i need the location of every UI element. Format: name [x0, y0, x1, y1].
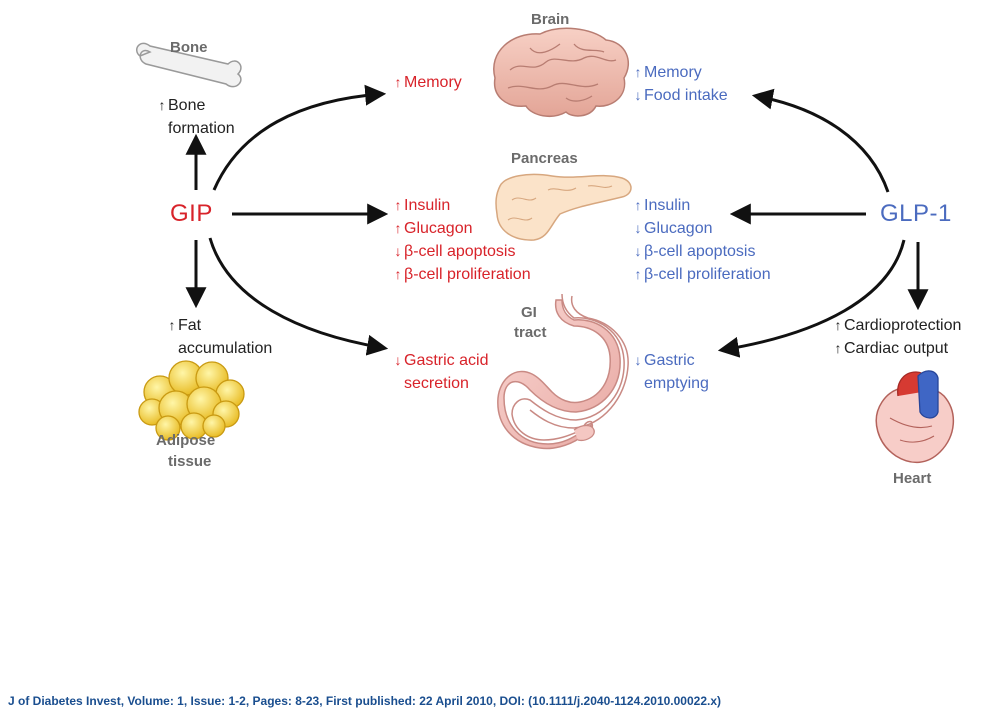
heart-label: Heart [893, 470, 932, 487]
pancreas-illustration [495, 173, 632, 241]
effect-text: Insulin [404, 197, 451, 214]
gi-tract-label-line2: tract [514, 324, 547, 341]
glp1-pancreas-effects: ↑Insulin↓Glucagon↓β-cell apoptosis↑β-cel… [632, 194, 771, 286]
effect-text: β-cell proliferation [404, 266, 531, 283]
effect-line: ↑Cardioprotection [832, 314, 962, 337]
effect-text: Gastric acid [404, 352, 489, 369]
effect-line: ↑β-cell proliferation [632, 263, 771, 286]
effect-line: ↑Memory [392, 71, 462, 94]
up-arrow-icon: ↑ [634, 266, 642, 282]
up-arrow-icon: ↑ [394, 197, 402, 213]
effect-text: β-cell proliferation [644, 266, 771, 283]
effect-text: Glucagon [404, 220, 473, 237]
gip-brain-effects: ↑Memory [392, 71, 462, 94]
adipose-label-line1: Adipose [156, 432, 216, 449]
down-arrow-icon: ↓ [394, 352, 402, 368]
glp1-brain-effects: ↑Memory↓Food intake [632, 61, 728, 107]
effect-line: emptying [632, 372, 709, 395]
up-arrow-icon: ↑ [158, 97, 166, 113]
gip-bone-effects: ↑Bone formation [156, 94, 235, 140]
effect-text: secretion [404, 375, 469, 392]
effect-text: Bone [168, 97, 206, 114]
stomach-illustration [497, 293, 629, 450]
effect-line: ↑Insulin [392, 194, 531, 217]
down-arrow-icon: ↓ [634, 243, 642, 259]
adipose-label-line2: tissue [168, 453, 212, 470]
effect-line: formation [156, 117, 235, 140]
brain-label: Brain [531, 11, 570, 28]
citation-text: J of Diabetes Invest, Volume: 1, Issue: … [8, 694, 722, 708]
effect-line: ↑Memory [632, 61, 728, 84]
effect-line: ↓Food intake [632, 84, 728, 107]
effect-text: emptying [644, 375, 709, 392]
effect-line: ↑β-cell proliferation [392, 263, 531, 286]
glp1-heart-effects: ↑Cardioprotection↑Cardiac output [832, 314, 962, 360]
down-arrow-icon: ↓ [634, 352, 642, 368]
gip-hormone-label: GIP [170, 200, 213, 227]
effect-text: Fat [178, 317, 202, 334]
effect-line: ↑Cardiac output [832, 337, 961, 360]
effect-text: Food intake [644, 87, 728, 104]
effect-text: β-cell apoptosis [644, 243, 756, 260]
bone-illustration [136, 42, 242, 88]
gip-pancreas-effects: ↑Insulin↑Glucagon↓β-cell apoptosis↑β-cel… [392, 194, 531, 286]
down-arrow-icon: ↓ [634, 87, 642, 103]
effect-text: Memory [404, 74, 462, 91]
down-arrow-icon: ↓ [634, 220, 642, 236]
gip-to-brain-arrow [212, 84, 387, 191]
up-arrow-icon: ↑ [834, 317, 842, 333]
gip-gi-effects: ↓Gastric acid secretion [392, 349, 489, 395]
up-arrow-icon: ↑ [394, 74, 402, 90]
effect-line: accumulation [166, 337, 272, 360]
up-arrow-icon: ↑ [394, 220, 402, 236]
gip-adipose-effects: ↑Fat accumulation [166, 314, 273, 360]
brain-illustration [493, 27, 629, 118]
up-arrow-icon: ↑ [394, 266, 402, 282]
effect-text: Cardioprotection [844, 317, 962, 334]
up-arrow-icon: ↑ [834, 340, 842, 356]
pancreas-label: Pancreas [511, 150, 578, 167]
effect-text: accumulation [178, 340, 273, 357]
gip-to-gi-arrow [208, 237, 389, 356]
effect-text: Cardiac output [844, 340, 949, 357]
effect-line: ↓Gastric acid [392, 349, 489, 372]
effect-line: ↑Insulin [632, 194, 771, 217]
effect-line: ↑Fat [166, 314, 272, 337]
up-arrow-icon: ↑ [634, 64, 642, 80]
adipose-illustration [138, 360, 245, 441]
heart-illustration [875, 370, 955, 464]
effect-text: Memory [644, 64, 702, 81]
glp1-gi-effects: ↓Gastric emptying [632, 349, 709, 395]
effect-line: ↑Glucagon [392, 217, 531, 240]
effect-text: Gastric [644, 352, 695, 369]
bone-label: Bone [170, 39, 208, 56]
effect-line: ↓β-cell apoptosis [392, 240, 531, 263]
effect-line: ↓Gastric [632, 349, 709, 372]
effect-text: Insulin [644, 197, 691, 214]
effect-line: secretion [392, 372, 488, 395]
up-arrow-icon: ↑ [634, 197, 642, 213]
up-arrow-icon: ↑ [168, 317, 176, 333]
glp1-hormone-label: GLP-1 [880, 200, 952, 227]
effect-text: formation [168, 120, 235, 137]
effect-text: Glucagon [644, 220, 713, 237]
effect-line: ↑Bone [156, 94, 235, 117]
effect-text: β-cell apoptosis [404, 243, 516, 260]
down-arrow-icon: ↓ [394, 243, 402, 259]
effect-line: ↓Glucagon [632, 217, 771, 240]
gi-tract-label-line1: GI [521, 304, 537, 321]
glp1-to-gi-arrow [717, 239, 906, 358]
glp1-to-brain-arrow [751, 88, 890, 193]
pathway-arrows [185, 84, 929, 358]
effect-line: ↓β-cell apoptosis [632, 240, 771, 263]
